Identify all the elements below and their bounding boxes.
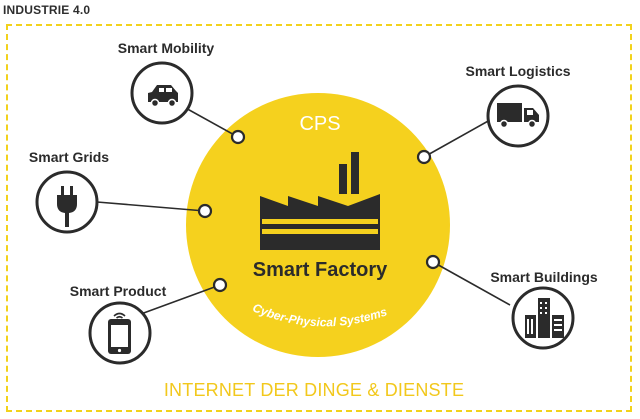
- factory-icon: [260, 152, 380, 250]
- label-smart-grids: Smart Grids: [28, 149, 110, 165]
- connector-dots: [197, 129, 441, 293]
- car-icon: [148, 85, 178, 108]
- iot-frame: [6, 24, 632, 412]
- footer-title: INTERNET DER DINGE & DIENSTE: [163, 380, 465, 400]
- connector-product: [129, 284, 221, 319]
- connector-buildings: [432, 261, 511, 306]
- smartphone-icon: [108, 312, 131, 354]
- truck-icon: [497, 103, 539, 129]
- dot-product: [212, 277, 228, 293]
- label-smart-product: Smart Product: [69, 283, 167, 299]
- connector-lines: [96, 100, 511, 319]
- smart-factory-label: Smart Factory: [252, 259, 388, 281]
- dot-logistics: [416, 149, 432, 165]
- connector-grids: [96, 201, 206, 212]
- label-smart-logistics: Smart Logistics: [465, 63, 571, 79]
- label-smart-mobility: Smart Mobility: [117, 40, 215, 56]
- dot-mobility: [230, 129, 246, 145]
- plug-icon: [57, 186, 77, 227]
- connector-logistics: [423, 119, 491, 158]
- cps-label: CPS: [299, 113, 341, 135]
- dot-buildings: [425, 254, 441, 270]
- diagram-title: INDUSTRIE 4.0: [3, 3, 91, 17]
- buildings-icon: [525, 298, 564, 338]
- label-smart-buildings: Smart Buildings: [490, 269, 598, 285]
- dot-grids: [197, 203, 213, 219]
